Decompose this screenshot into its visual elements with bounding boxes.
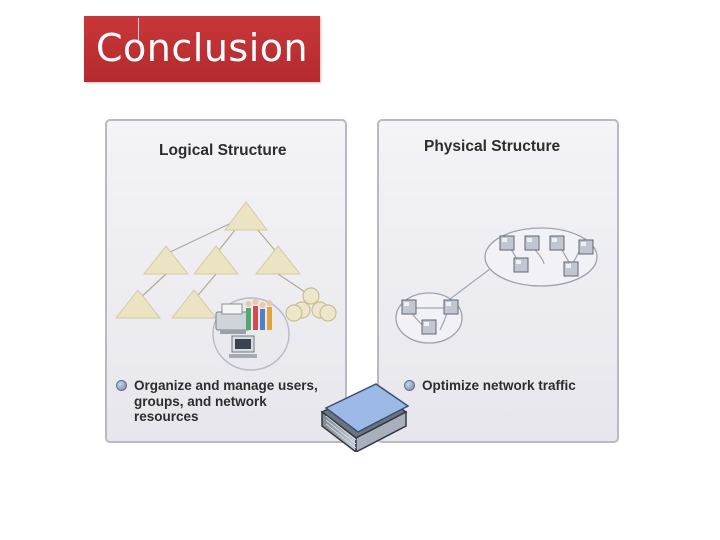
- slide-title: Conclusion: [96, 26, 309, 70]
- title-banner: Conclusion: [84, 16, 320, 82]
- logical-structure-title: Logical Structure: [159, 142, 287, 159]
- resource-cluster-icon: [212, 297, 290, 371]
- user-figures-icon: [245, 299, 273, 330]
- structure-diagram: Logical Structure Physical Structure Org…: [104, 112, 624, 454]
- logical-panel: [105, 119, 347, 443]
- computer-icon: [229, 335, 257, 358]
- triangle-hierarchy-icon: [114, 201, 302, 319]
- physical-panel: [377, 119, 619, 443]
- server-shading: [404, 238, 586, 326]
- logical-bullet-line-1: Organize and manage users,: [134, 378, 318, 393]
- title-cursor-mark: [138, 18, 139, 40]
- logical-bullet-line-2: groups, and network: [134, 394, 267, 409]
- physical-bullet-text: Optimize network traffic: [422, 378, 576, 393]
- book-icon: [320, 383, 410, 454]
- diagram-graphics: [105, 119, 619, 454]
- logical-bullet-line-3: resources: [134, 409, 199, 424]
- circle-group-icon: [285, 287, 337, 322]
- physical-structure-title: Physical Structure: [424, 138, 561, 155]
- logical-bullet-icon: [116, 380, 127, 391]
- printer-icon: [215, 303, 251, 334]
- physical-bullet-icon: [404, 380, 415, 391]
